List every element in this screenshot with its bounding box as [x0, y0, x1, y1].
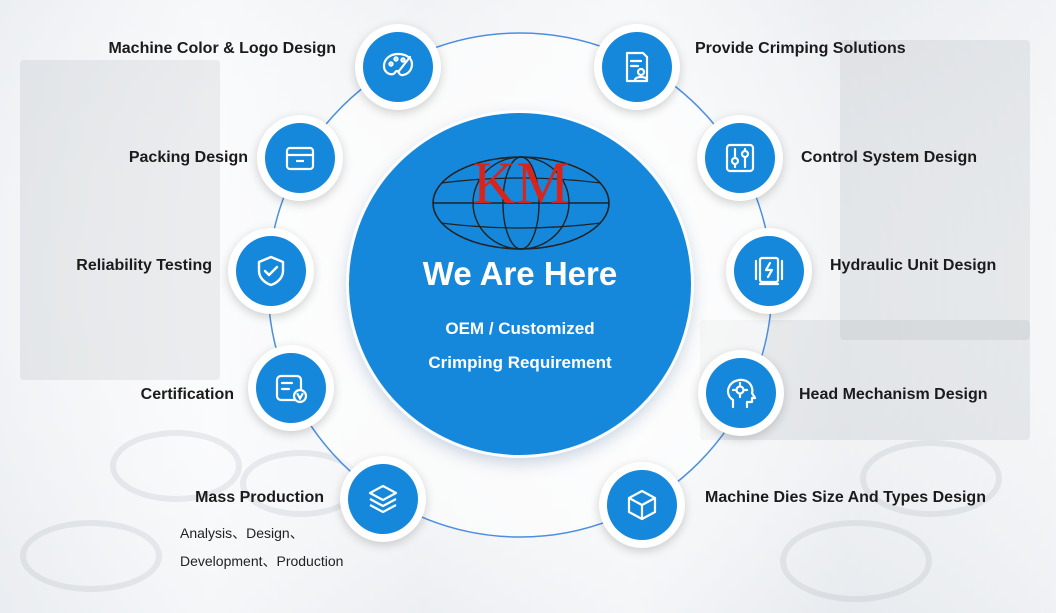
sliders-icon: [725, 143, 755, 173]
node-head-mechanism: [698, 350, 784, 436]
node-hydraulic-unit: [726, 228, 812, 314]
node-reliability: [228, 228, 314, 314]
center-circle: KM We Are Here OEM / Customized Crimping…: [349, 113, 691, 455]
label-crimping-solutions: Provide Crimping Solutions: [695, 40, 906, 57]
label-machine-dies: Machine Dies Size And Types Design: [705, 489, 986, 506]
label-control-system: Control System Design: [801, 149, 978, 166]
certificate-icon: [275, 374, 308, 404]
subtitle-line-1: OEM / Customized: [445, 319, 595, 338]
headline: We Are Here: [422, 255, 618, 292]
node-mass-production: [340, 456, 426, 542]
node-control-system: [697, 115, 783, 201]
label-hydraulic-unit: Hydraulic Unit Design: [830, 257, 997, 274]
node-certification: [248, 345, 334, 431]
subtitle-line-2: Crimping Requirement: [428, 353, 612, 372]
label-head-mechanism: Head Mechanism Design: [799, 386, 988, 403]
label-certification: Certification: [140, 386, 234, 403]
layers-icon: [368, 484, 398, 514]
shield-check-icon: [257, 255, 285, 287]
mass-production-desc-2: Development、Production: [180, 553, 344, 569]
node-machine-color-logo: [355, 24, 441, 110]
label-mass-production: Mass Production: [195, 489, 324, 506]
head-gear-icon: [726, 378, 757, 409]
hydraulic-unit-icon: [754, 256, 784, 286]
node-machine-dies: [599, 462, 685, 548]
palette-icon: [382, 52, 414, 77]
label-packing: Packing Design: [128, 149, 248, 166]
document-user-icon: [625, 51, 649, 83]
label-machine-color-logo: Machine Color & Logo Design: [108, 40, 336, 57]
node-crimping-solutions: [594, 24, 680, 110]
logo-text: KM: [473, 150, 570, 216]
node-packing: [257, 115, 343, 201]
mass-production-desc-1: Analysis、Design、: [180, 525, 304, 541]
cube-icon: [627, 489, 657, 521]
box-icon: [285, 146, 315, 171]
label-reliability: Reliability Testing: [76, 257, 212, 274]
km-logo: KM: [432, 150, 610, 250]
